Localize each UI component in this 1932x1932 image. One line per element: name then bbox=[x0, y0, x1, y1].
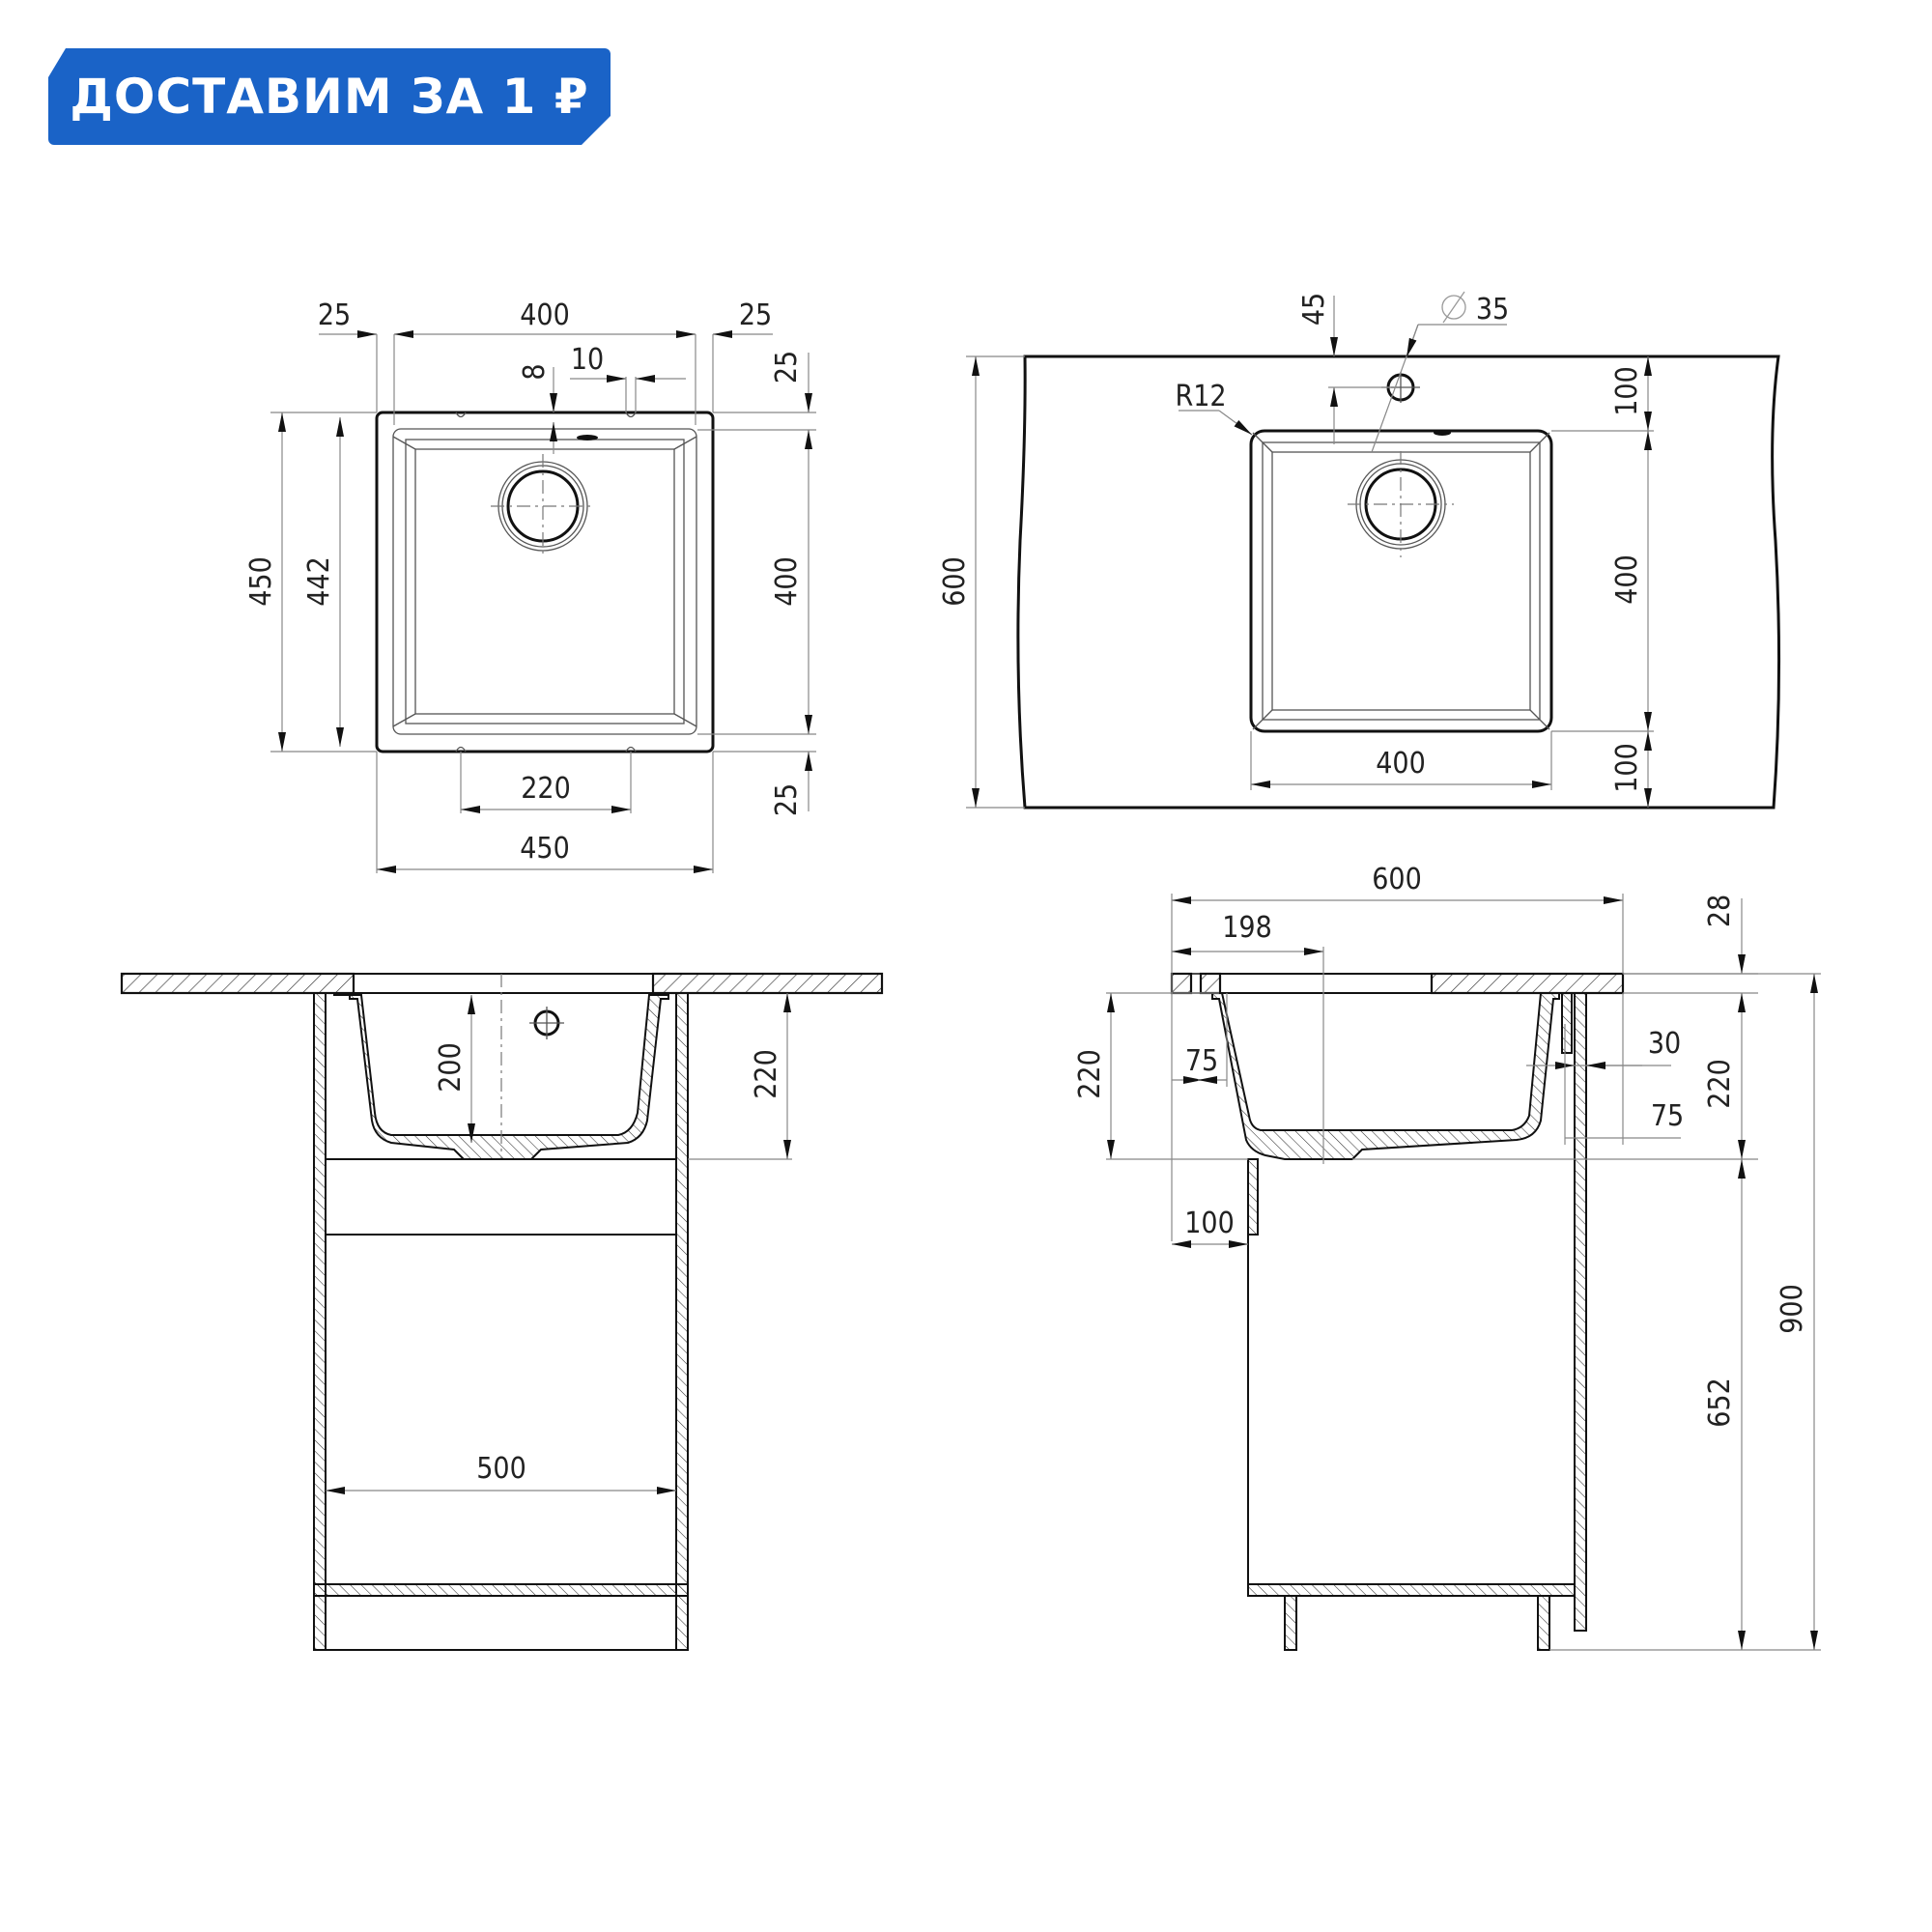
dim-overflow-offset: 8 bbox=[518, 363, 552, 380]
dim-bowl-width-2: 400 bbox=[1376, 747, 1426, 781]
cabinet-back-wall bbox=[1574, 992, 1587, 1632]
cabinet-bottom bbox=[313, 1583, 689, 1597]
badge-text: ДОСТАВИМ ЗА 1 ₽ bbox=[70, 69, 589, 125]
cabinet-left-wall bbox=[313, 992, 327, 1651]
dim-bottom-rim: 25 bbox=[770, 783, 804, 816]
countertop-top-view: 45 35 R12 600 100 400 100 400 bbox=[938, 291, 1781, 810]
dim-right-sink-depth: 220 bbox=[1703, 1059, 1737, 1109]
dim-notch-spacing: 220 bbox=[521, 772, 571, 806]
dim-inner-height: 442 bbox=[302, 556, 336, 607]
dim-notch-width: 10 bbox=[571, 343, 604, 377]
dim-overall-depth: 220 bbox=[750, 1049, 783, 1099]
sink-side-section bbox=[1211, 992, 1560, 1160]
dim-drain-offset: 198 bbox=[1222, 911, 1272, 945]
leg-back bbox=[1537, 1595, 1550, 1651]
dim-outer-width: 450 bbox=[520, 832, 570, 866]
overflow-icon bbox=[1434, 430, 1451, 436]
bowl-rim bbox=[392, 428, 697, 735]
dim-bowl-depth: 200 bbox=[434, 1042, 468, 1093]
dim-cabinet-height: 652 bbox=[1703, 1378, 1737, 1428]
dim-bowl-height: 400 bbox=[770, 556, 804, 607]
dim-right-rim: 25 bbox=[739, 298, 772, 332]
dim-countertop-thickness: 28 bbox=[1703, 895, 1737, 927]
diameter-icon bbox=[1441, 295, 1466, 320]
countertop-outline bbox=[1016, 355, 1781, 810]
front-section-view: 200 220 500 bbox=[120, 972, 884, 1651]
side-section-view: 600 198 28 220 652 900 220 75 100 bbox=[1073, 863, 1821, 1651]
dim-left-rim: 25 bbox=[318, 298, 351, 332]
leg-front bbox=[1284, 1595, 1297, 1651]
dim-back-gap: 30 bbox=[1648, 1027, 1681, 1061]
bowl-bottom bbox=[414, 448, 675, 715]
dim-cabinet-inner-width: 500 bbox=[476, 1452, 526, 1486]
dim-countertop-depth: 600 bbox=[1372, 863, 1422, 896]
dim-sink-depth: 220 bbox=[1073, 1049, 1107, 1099]
dim-front-margin: 100 bbox=[1610, 366, 1644, 416]
dim-countertop-depth: 600 bbox=[938, 556, 972, 607]
cabinet-bottom bbox=[1247, 1583, 1576, 1597]
plinth bbox=[313, 1595, 689, 1651]
dim-outer-height: 450 bbox=[244, 556, 278, 607]
dim-bowl-width: 400 bbox=[520, 298, 570, 332]
undermount-cutout bbox=[1249, 429, 1553, 733]
dim-back-margin: 100 bbox=[1610, 743, 1644, 793]
dim-total-height: 900 bbox=[1776, 1284, 1809, 1334]
countertop-back bbox=[1430, 972, 1625, 995]
dim-corner-radius: R12 bbox=[1175, 380, 1226, 413]
dim-tap-offset: 45 bbox=[1297, 293, 1331, 326]
dim-tap-hole: 35 bbox=[1476, 293, 1509, 327]
dim-top-rim: 25 bbox=[770, 351, 804, 384]
cabinet-right-wall bbox=[675, 992, 689, 1651]
dim-back-offset: 75 bbox=[1651, 1099, 1684, 1133]
countertop-left bbox=[120, 972, 355, 995]
dim-front-offset: 75 bbox=[1185, 1044, 1218, 1078]
delivery-promo-badge[interactable]: ДОСТАВИМ ЗА 1 ₽ bbox=[48, 48, 611, 145]
sink-top-view: 25 400 25 10 8 450 442 25 400 25 bbox=[244, 298, 816, 873]
sink-outline bbox=[375, 411, 715, 753]
sink-bowl-section bbox=[333, 994, 669, 1160]
overflow-icon bbox=[577, 435, 598, 440]
countertop-right bbox=[651, 972, 884, 995]
dim-door-offset: 100 bbox=[1184, 1207, 1235, 1240]
dim-bowl-depth: 400 bbox=[1610, 554, 1644, 605]
front-panel bbox=[1247, 1158, 1259, 1236]
